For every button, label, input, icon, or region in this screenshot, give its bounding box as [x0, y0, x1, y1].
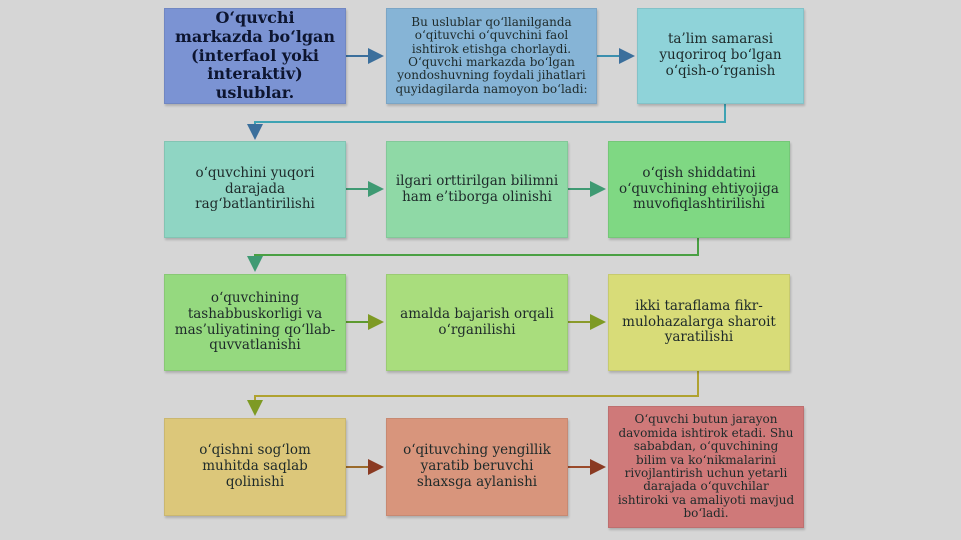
box-learning-pace: o‘qish shiddatini o‘quvchining ehtiyojig… — [608, 141, 790, 238]
box-text: ilgari orttirilgan bilimni ham e’tiborga… — [395, 172, 559, 205]
box-teacher-facilitator: o‘qituvching yengillik yaratib beruvchi … — [386, 418, 568, 516]
box-effective-learning: ta’lim samarasi yuqoriroq bo‘lgan o‘qish… — [637, 8, 804, 104]
box-learning-by-doing: amalda bajarish orqali o‘rganilishi — [386, 274, 568, 371]
box-text: ta’lim samarasi yuqoriroq bo‘lgan o‘qish… — [659, 31, 782, 79]
box-two-way-feedback: ikki taraflama fikr-mulohazalarga sharoi… — [608, 274, 790, 371]
box-student-participation: O‘quvchi butun jarayon davomida ishtirok… — [608, 406, 804, 528]
box-healthy-environment: o‘qishni sog‘lom muhitda saqlab qolinish… — [164, 418, 346, 516]
arrow-b3-b4 — [247, 104, 726, 140]
box-text: o‘quvchini yuqori darajada rag‘batlantir… — [195, 164, 315, 213]
box-interactive-methods: O‘quvchi markazda bo‘lgan (interfaol yok… — [164, 8, 346, 104]
box-text: O‘quvchi markazda bo‘lgan (interfaol yok… — [174, 7, 336, 103]
box-initiative-support: o‘quvchining tashabbuskorligi va mas’uli… — [164, 274, 346, 371]
box-prior-knowledge: ilgari orttirilgan bilimni ham e’tiborga… — [386, 141, 568, 238]
box-high-motivation: o‘quvchini yuqori darajada rag‘batlantir… — [164, 141, 346, 238]
box-text: o‘qishni sog‘lom muhitda saqlab qolinish… — [199, 442, 311, 490]
box-text: ikki taraflama fikr-mulohazalarga sharoi… — [622, 297, 776, 346]
box-text: o‘qituvching yengillik yaratib beruvchi … — [403, 442, 551, 490]
arrow-b6-b7 — [247, 238, 699, 272]
box-text: o‘qish shiddatini o‘quvchining ehtiyojig… — [619, 164, 779, 213]
box-text: O‘quvchi butun jarayon davomida ishtirok… — [617, 412, 795, 521]
box-text: amalda bajarish orqali o‘rganilishi — [400, 305, 554, 338]
box-text: o‘quvchining tashabbuskorligi va mas’uli… — [174, 289, 336, 354]
box-text: Bu uslublar qo‘llanilganda o‘qituvchi o‘… — [395, 14, 588, 96]
box-method-description: Bu uslublar qo‘llanilganda o‘qituvchi o‘… — [386, 8, 597, 104]
